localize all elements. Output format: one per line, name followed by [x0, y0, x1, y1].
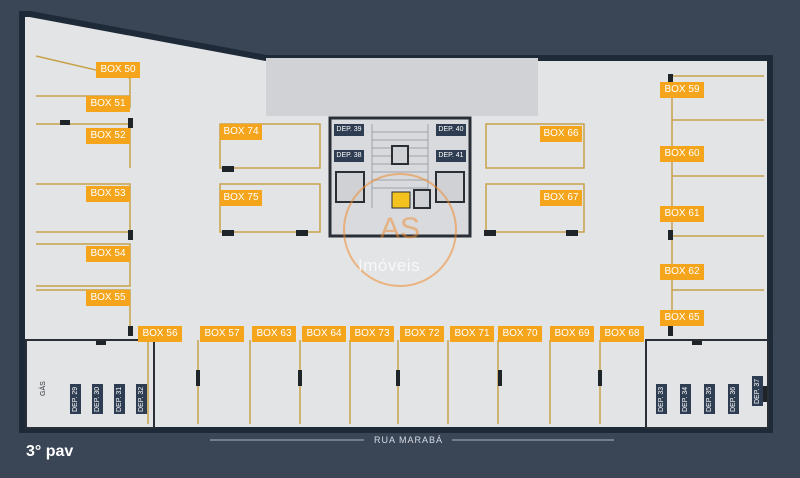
box-66-label: BOX 66 — [540, 126, 582, 142]
watermark-monogram: AS — [380, 212, 420, 245]
watermark-text: Imóveis — [358, 256, 421, 275]
box-55-label: BOX 55 — [86, 290, 130, 306]
dep-41-label: DEP. 41 — [436, 150, 466, 162]
shaft — [413, 189, 431, 209]
box-65-label: BOX 65 — [660, 310, 704, 326]
box-64-label: BOX 64 — [302, 326, 346, 342]
box-56-label: BOX 56 — [138, 326, 182, 342]
box-73-label: BOX 73 — [350, 326, 394, 342]
accessibility-icon — [391, 191, 411, 209]
dep-29-label: DEP. 29 — [70, 384, 81, 414]
box-54-label: BOX 54 — [86, 246, 130, 262]
dep-38-label: DEP. 38 — [334, 150, 364, 162]
storage-area-left — [25, 339, 155, 429]
box-63-label: BOX 63 — [252, 326, 296, 342]
box-67-label: BOX 67 — [540, 190, 582, 206]
box-62-label: BOX 62 — [660, 264, 704, 280]
dep-36-label: DEP. 36 — [728, 384, 739, 414]
ramp — [266, 58, 538, 116]
box-57-label: BOX 57 — [200, 326, 244, 342]
box-74-label: BOX 74 — [220, 124, 262, 140]
dep-32-label: DEP. 32 — [136, 384, 147, 414]
watermark-ring — [343, 173, 457, 287]
box-69-label: BOX 69 — [550, 326, 594, 342]
dep-33-label: DEP. 33 — [656, 384, 667, 414]
elevator-icon — [335, 171, 365, 203]
elevator-icon — [435, 171, 465, 203]
gas-label: GÁS — [40, 381, 47, 397]
dep-31-label: DEP. 31 — [114, 384, 125, 414]
box-71-label: BOX 71 — [450, 326, 494, 342]
box-52-label: BOX 52 — [86, 128, 130, 144]
shaft — [391, 145, 409, 165]
box-75-label: BOX 75 — [220, 190, 262, 206]
box-68-label: BOX 68 — [600, 326, 644, 342]
parking-lines — [35, 55, 764, 424]
box-61-label: BOX 61 — [660, 206, 704, 222]
box-53-label: BOX 53 — [86, 186, 130, 202]
box-60-label: BOX 60 — [660, 146, 704, 162]
dep-34-label: DEP. 34 — [680, 384, 691, 414]
dep-40-label: DEP. 40 — [436, 124, 466, 136]
box-59-label: BOX 59 — [660, 82, 704, 98]
dep-35-label: DEP. 35 — [704, 384, 715, 414]
pillars — [60, 74, 767, 402]
dep-30-label: DEP. 30 — [92, 384, 103, 414]
dep-39-label: DEP. 39 — [334, 124, 364, 136]
dep-37-label: DEP. 37 — [752, 376, 763, 406]
storage-area-right — [645, 339, 769, 429]
box-72-label: BOX 72 — [400, 326, 444, 342]
box-70-label: BOX 70 — [498, 326, 542, 342]
box-50-label: BOX 50 — [96, 62, 140, 78]
box-51-label: BOX 51 — [86, 96, 130, 112]
floor-label: 3° pav — [26, 443, 74, 460]
street-label: RUA MARABÁ — [374, 435, 444, 445]
